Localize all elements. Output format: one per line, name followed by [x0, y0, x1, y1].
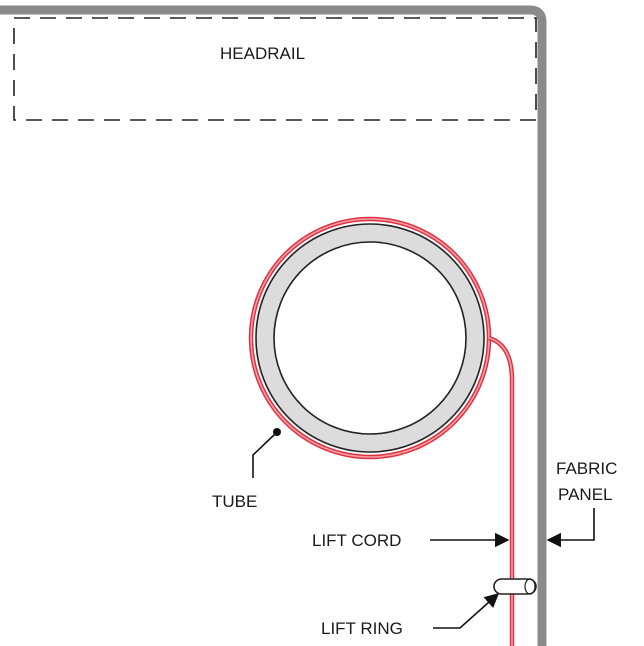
tube-leader	[252, 428, 281, 478]
lift-ring-label: LIFT RING	[321, 619, 403, 638]
headrail-label: HEADRAIL	[220, 44, 305, 63]
fabric-panel-label-line2: PANEL	[558, 485, 613, 504]
fabric-panel	[0, 5, 547, 646]
lift-cord-label: LIFT CORD	[312, 531, 401, 550]
fabric-panel-leader	[546, 508, 595, 548]
lift-ring	[493, 578, 537, 595]
lift-cord	[248, 216, 515, 646]
fabric-panel-label-line1: FABRIC	[556, 459, 617, 478]
headrail-outline	[13, 17, 537, 121]
tube-label: TUBE	[212, 492, 257, 511]
tube	[255, 223, 485, 453]
lift-ring-leader	[433, 593, 500, 629]
